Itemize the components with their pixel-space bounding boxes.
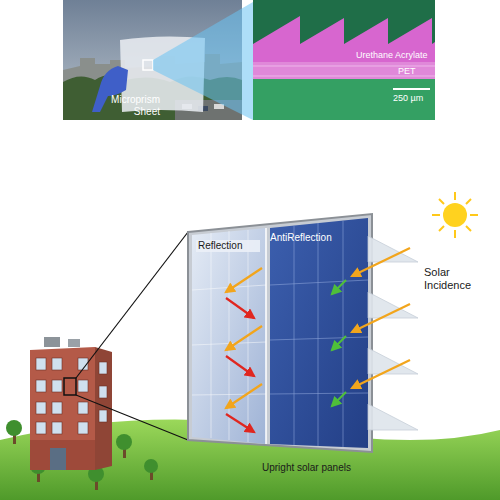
panel-caption: Upright solar panels — [262, 462, 382, 474]
region-label: AntiReflection — [270, 232, 350, 244]
scale-label: 250 µm — [393, 93, 433, 103]
zoom-line — [76, 395, 188, 440]
trees — [6, 420, 158, 490]
photo-label: Microprism Sheet — [96, 94, 160, 117]
solar-panel — [188, 214, 372, 452]
scale-bar — [393, 88, 430, 90]
zoom-box — [64, 378, 76, 395]
sun — [432, 192, 478, 238]
zoom-line — [76, 232, 188, 378]
incidence-label: Solar Incidence — [424, 266, 494, 291]
region-label: Reflection — [196, 240, 260, 252]
divider — [265, 228, 267, 444]
zoom-cone — [153, 2, 253, 120]
light-rays — [226, 248, 410, 432]
micrograph-panel — [253, 0, 435, 120]
layer-label: PET — [398, 66, 428, 76]
building — [30, 232, 188, 470]
layer-label: Urethane Acrylate — [356, 50, 434, 60]
